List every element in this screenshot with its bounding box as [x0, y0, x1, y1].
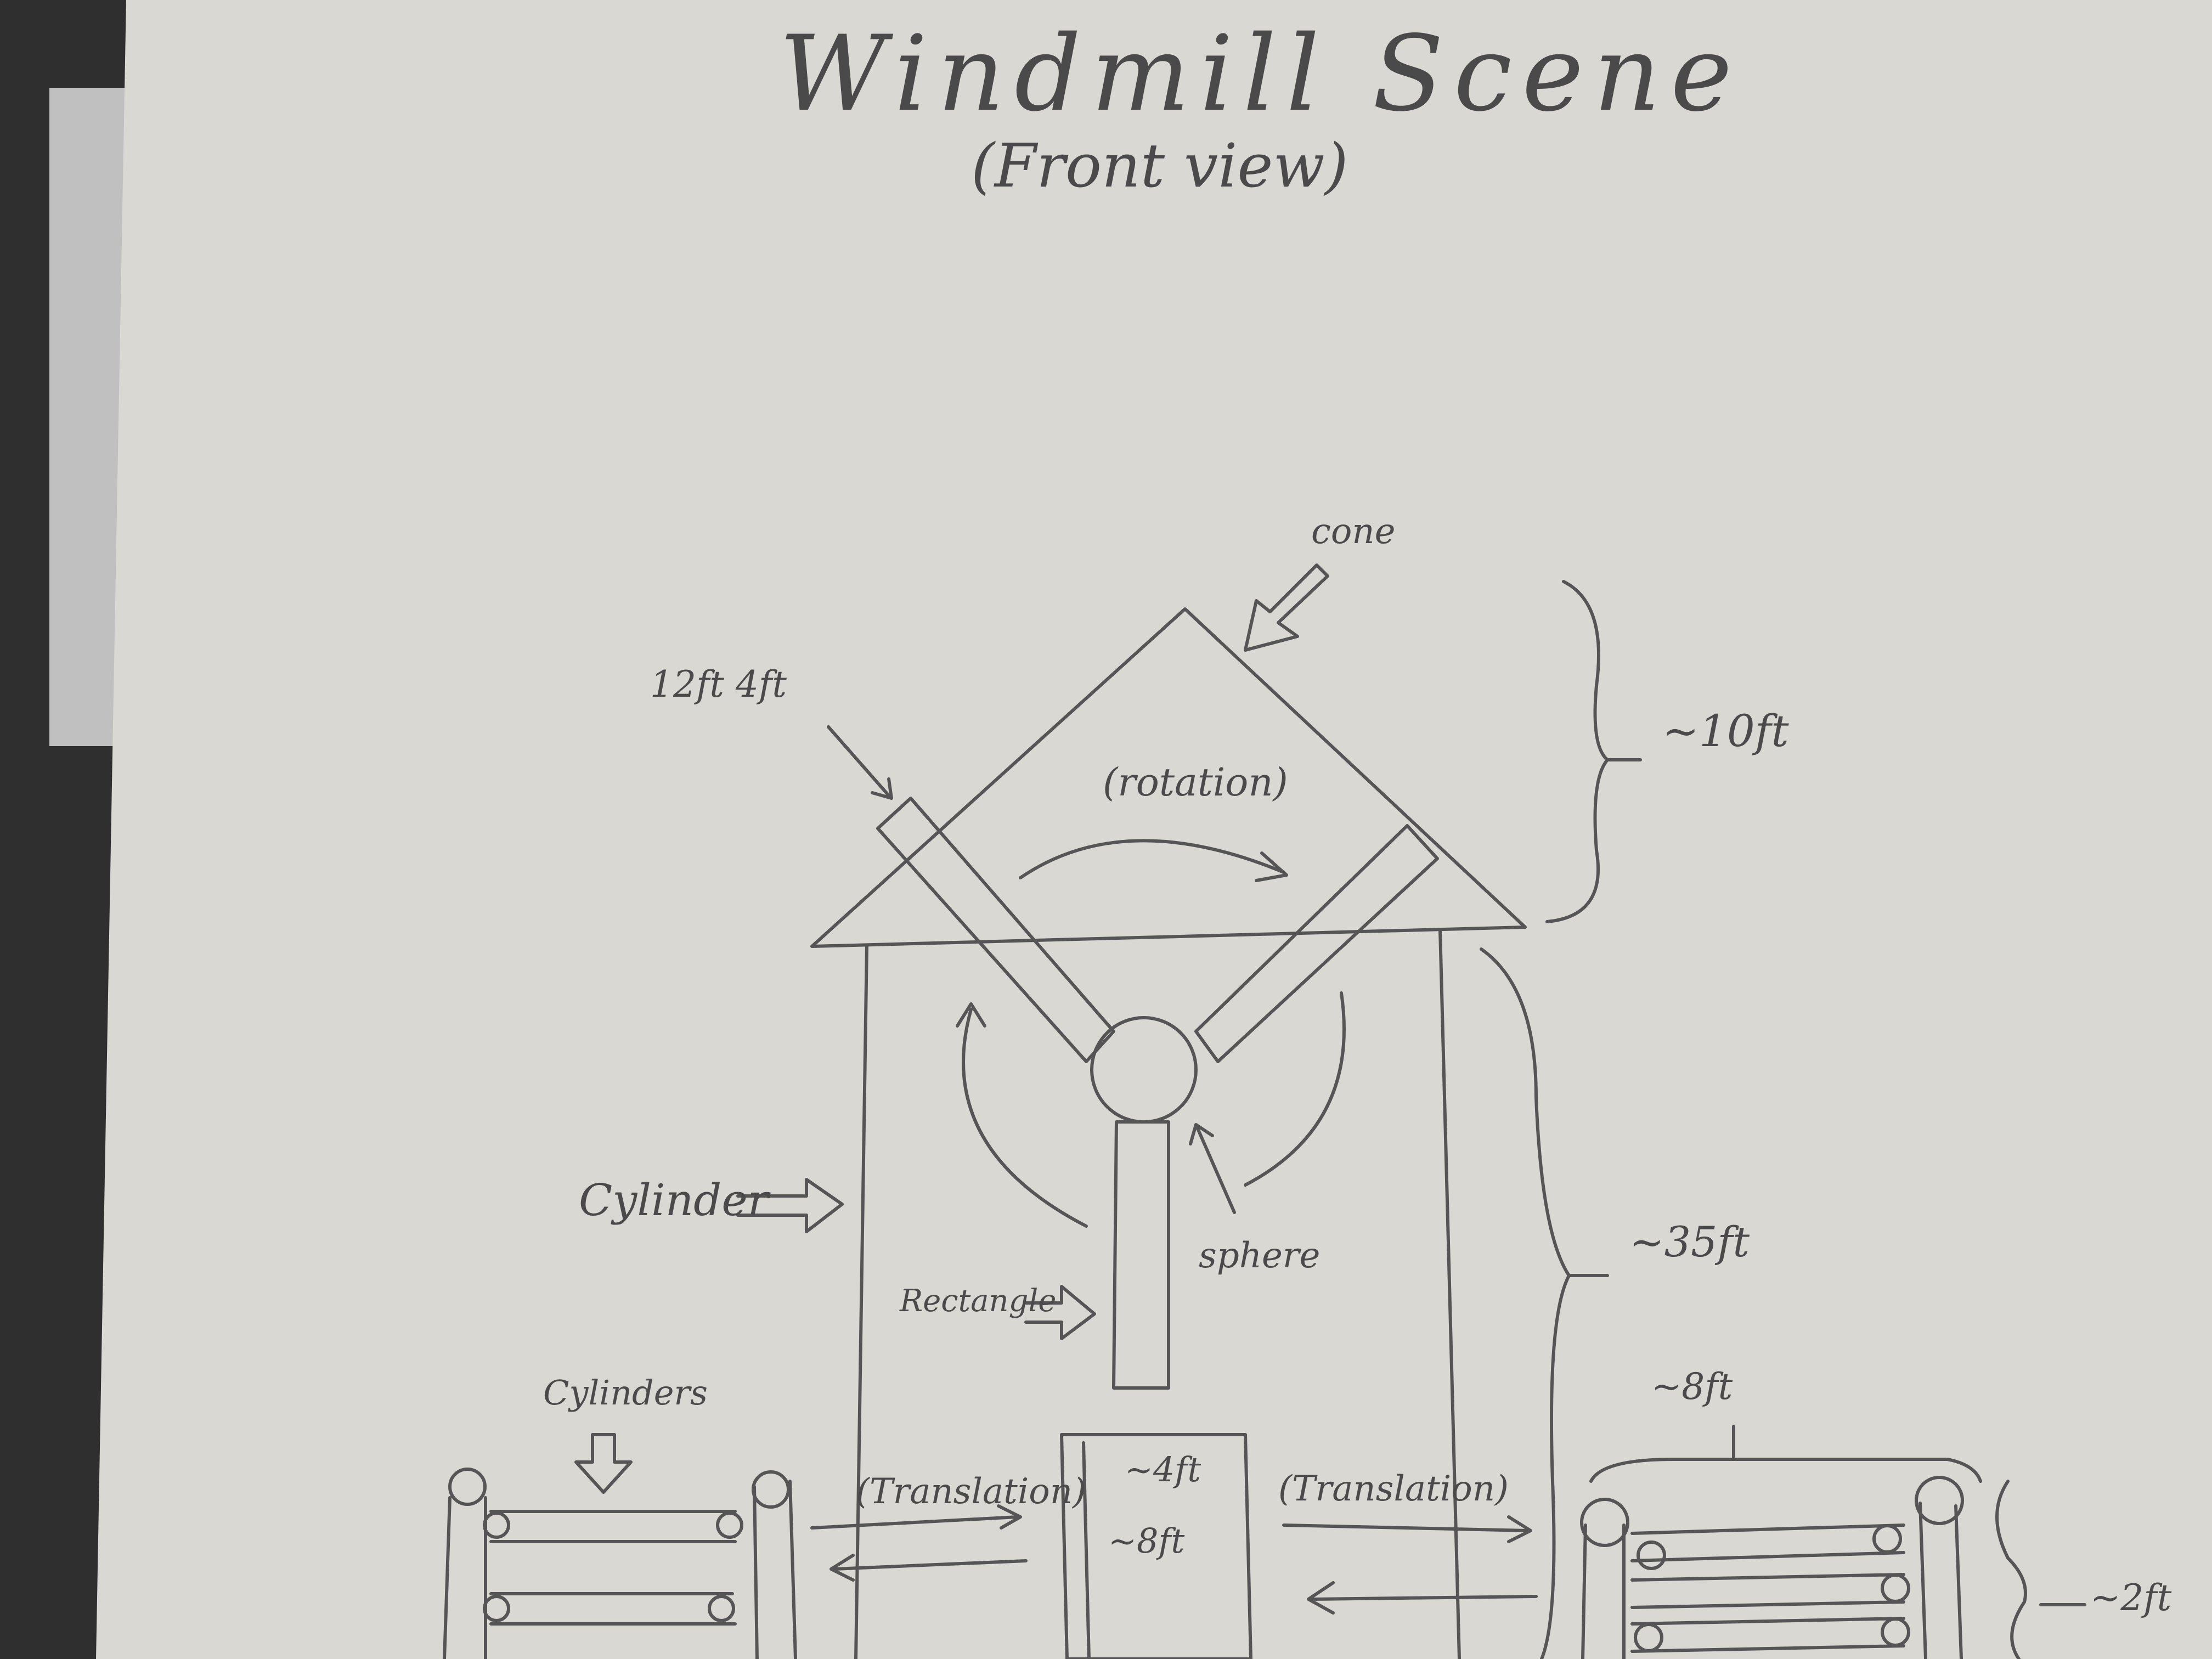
- label-door-width: ~4ft: [1125, 1449, 1201, 1489]
- label-height-top: ~10ft: [1662, 706, 1789, 757]
- sketch-subtitle: (Front view): [971, 131, 1348, 201]
- label-rectangle: Rectangle: [899, 1283, 1057, 1319]
- label-sphere: sphere: [1199, 1235, 1320, 1276]
- label-blade-size: 12ft 4ft: [650, 663, 787, 706]
- label-cylinders: Cylinders: [543, 1373, 708, 1413]
- label-cylinder: Cylinder: [579, 1175, 771, 1226]
- label-height-main: ~35ft: [1629, 1217, 1750, 1266]
- label-cone: cone: [1311, 511, 1395, 552]
- label-translation-right: (Translation): [1278, 1469, 1509, 1509]
- sketch-title: Windmill Scene: [779, 13, 1742, 134]
- paper-sheet: [96, 0, 2212, 1659]
- label-door-height: ~8ft: [1108, 1521, 1184, 1561]
- label-fence-height: ~2ft: [2090, 1577, 2172, 1619]
- label-rotation: (rotation): [1103, 760, 1288, 805]
- label-translation-left: (Translation): [856, 1471, 1086, 1512]
- label-fence-width: ~8ft: [1651, 1365, 1733, 1408]
